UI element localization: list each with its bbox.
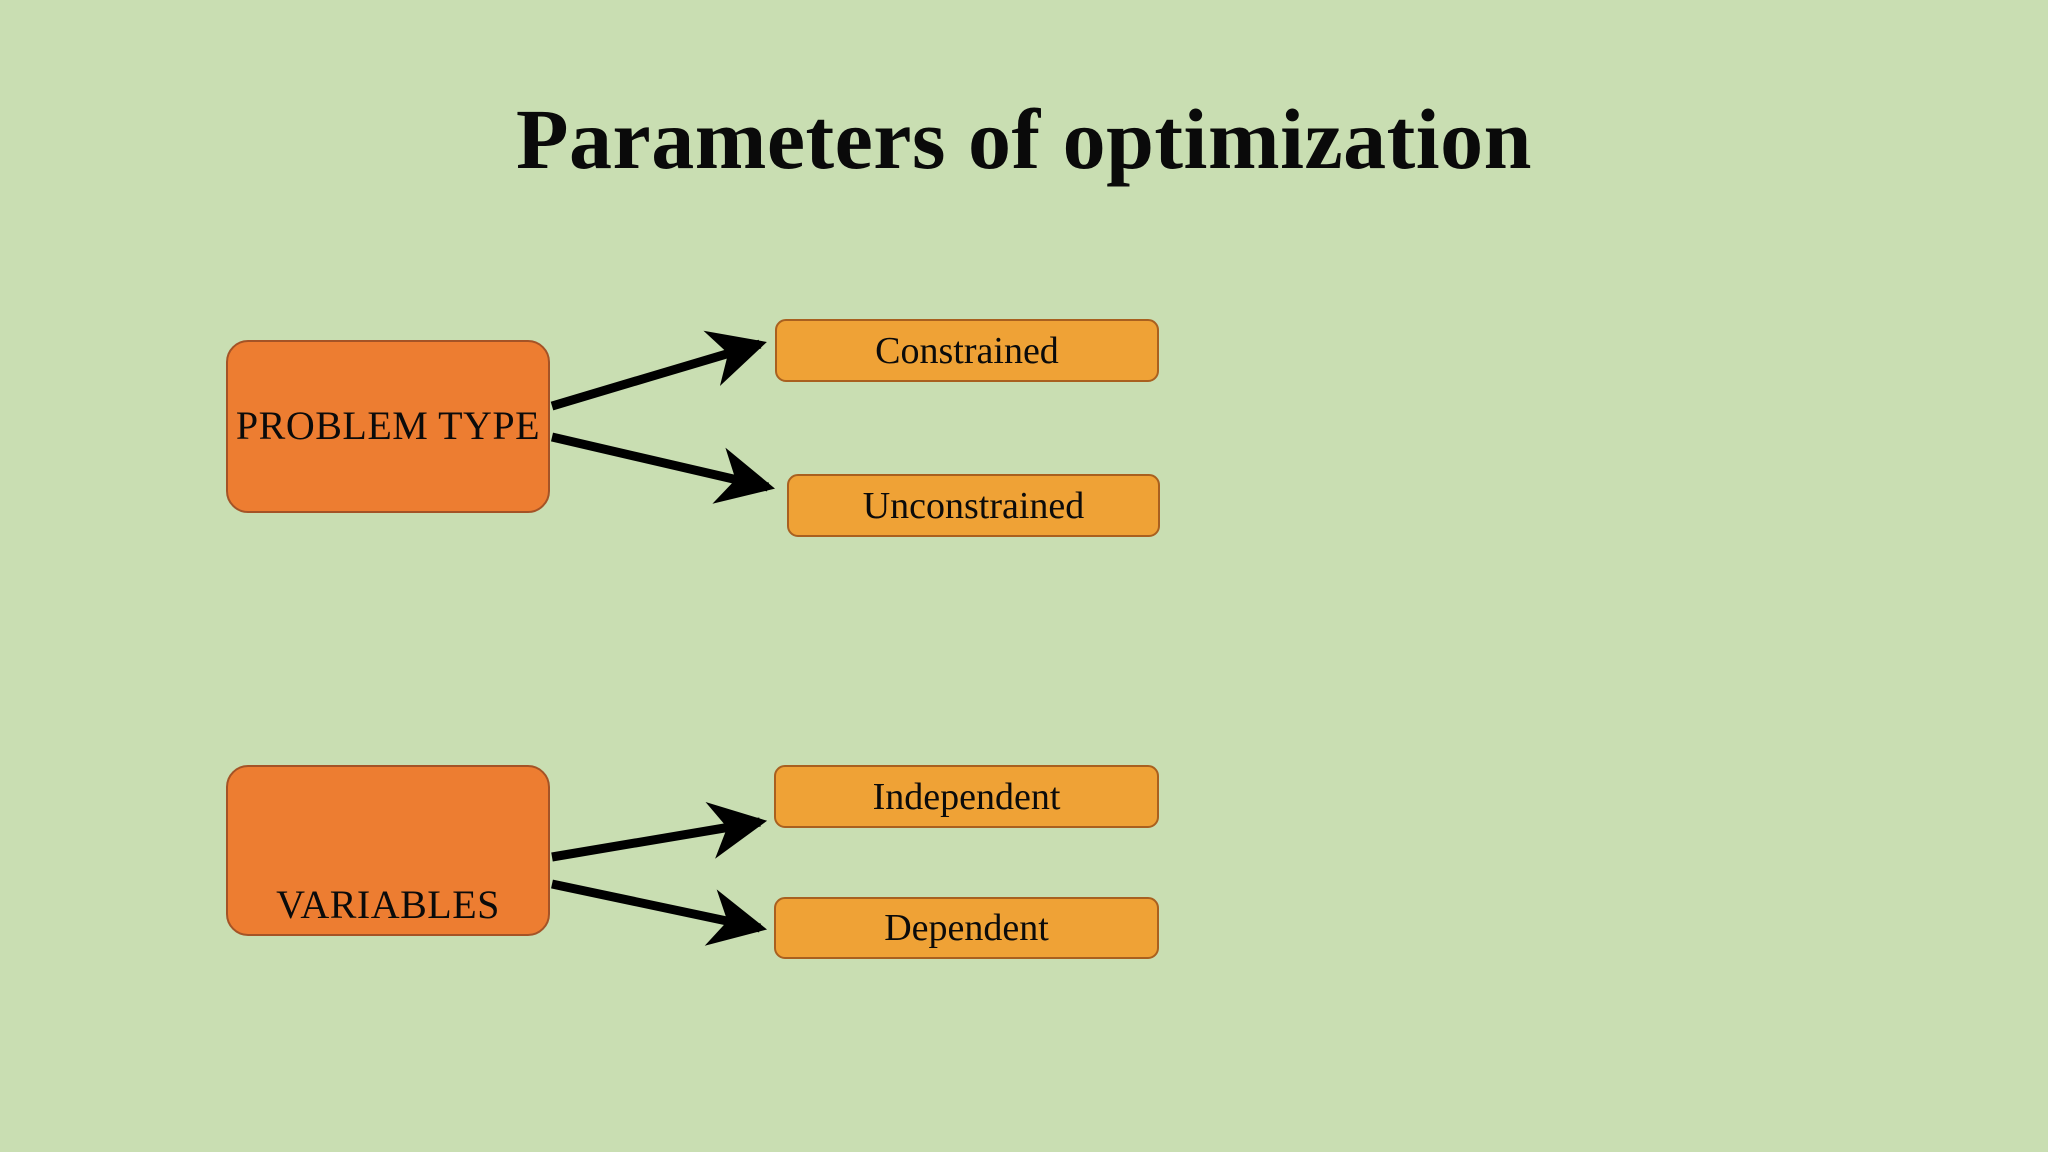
edge-variables-independent (551, 801, 768, 862)
edge-variables-dependent (551, 879, 768, 946)
node-constrained-label: Constrained (875, 329, 1059, 372)
node-problem-type-label: PROBLEM TYPE (235, 403, 541, 448)
node-independent[interactable]: Independent (774, 765, 1159, 828)
node-problem-type[interactable]: PROBLEM TYPE (226, 340, 550, 513)
node-constrained[interactable]: Constrained (775, 319, 1159, 382)
node-variables-label: VARIABLES (276, 882, 500, 927)
edge-problem-type-unconstrained (550, 432, 776, 504)
node-dependent-label: Dependent (884, 907, 1049, 949)
page-title: Parameters of optimization (515, 91, 1533, 187)
node-dependent[interactable]: Dependent (774, 897, 1159, 959)
node-unconstrained[interactable]: Unconstrained (787, 474, 1160, 537)
edge-problem-type-constrained (550, 330, 767, 411)
node-unconstrained-label: Unconstrained (862, 484, 1085, 527)
node-variables[interactable]: VARIABLES (226, 765, 550, 936)
node-independent-label: Independent (872, 775, 1061, 818)
